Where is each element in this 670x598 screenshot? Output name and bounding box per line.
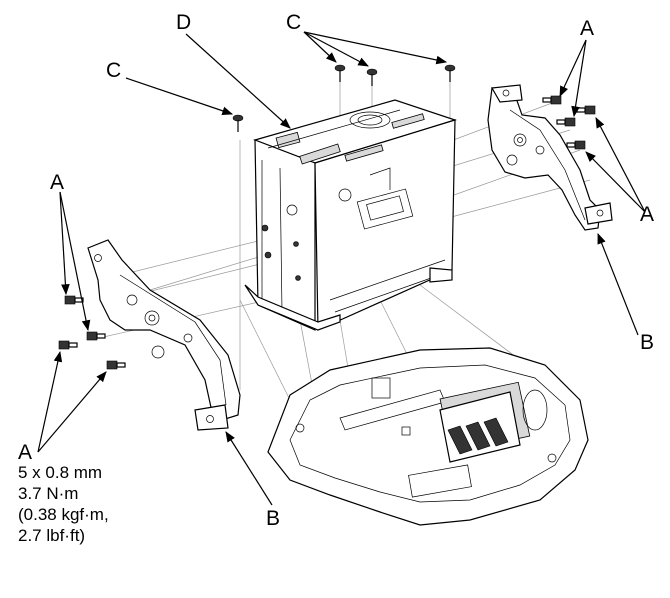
callout-a-right: A — [640, 203, 655, 226]
callout-a-bottom-left: A — [18, 441, 33, 464]
callout-d: D — [176, 11, 192, 34]
left-bolts — [58, 295, 126, 370]
callout-a-top-right: A — [580, 17, 595, 40]
torque-spec: 5 x 0.8 mm 3.7 N·m (0.38 kgf·m, 2.7 lbf·… — [18, 462, 109, 546]
leader-arrows — [37, 31, 646, 506]
top-screws — [232, 64, 456, 132]
callout-c-top: C — [286, 11, 302, 34]
spec-size: 5 x 0.8 mm — [18, 463, 103, 482]
audio-unit-box — [244, 99, 457, 331]
left-bracket — [87, 239, 241, 431]
spec-torque-lbfft: 2.7 lbf·ft) — [18, 526, 86, 545]
callout-c-left: C — [106, 59, 122, 82]
spec-torque-nm: 3.7 N·m — [18, 484, 79, 503]
lower-housing — [267, 347, 589, 526]
callout-b-bottom: B — [266, 507, 281, 530]
right-bracket — [487, 84, 613, 231]
right-bolts — [542, 95, 596, 150]
spec-torque-kgfm: (0.38 kgf·m, — [18, 505, 109, 524]
callout-b-right: B — [640, 331, 655, 354]
callout-a-left: A — [50, 171, 65, 194]
